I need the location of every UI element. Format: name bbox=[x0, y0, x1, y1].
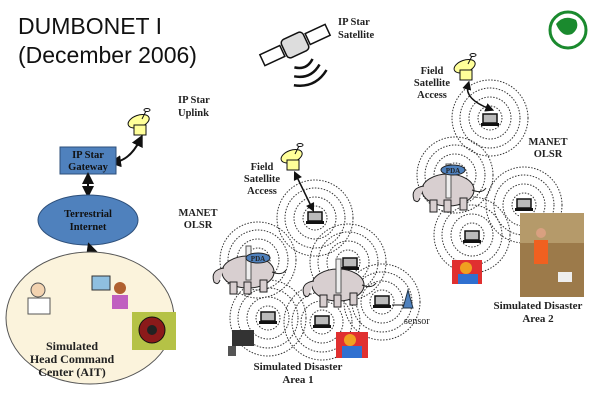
laptop-icon bbox=[340, 257, 360, 271]
rescuer-phone-icon bbox=[336, 332, 368, 358]
pda-label: PDA bbox=[251, 255, 265, 263]
pda-badge bbox=[245, 252, 271, 264]
rescuer-phone-icon bbox=[452, 260, 482, 284]
laptop-icon bbox=[305, 211, 325, 225]
laptop-icon bbox=[258, 311, 278, 325]
uplink-dish-icon bbox=[125, 108, 152, 136]
laptop-icon bbox=[372, 295, 392, 309]
manet-area-1: PDA bbox=[212, 179, 421, 361]
laptop-icon bbox=[514, 198, 534, 212]
pda-badge bbox=[440, 164, 466, 176]
video-camera-icon bbox=[228, 330, 254, 356]
pda-label: PDA bbox=[446, 167, 460, 175]
satellite-icon bbox=[258, 23, 332, 87]
field-dish-icon bbox=[278, 143, 305, 171]
sensor-icon bbox=[402, 288, 414, 309]
laptop-icon bbox=[462, 230, 482, 244]
elephant-icon bbox=[212, 245, 287, 295]
manet-area-2: PDA bbox=[412, 79, 563, 274]
elephant-icon bbox=[302, 258, 377, 308]
office-workers-icon bbox=[27, 275, 128, 315]
institution-logo bbox=[548, 10, 588, 50]
gateway-box bbox=[59, 146, 117, 175]
laptop-icon bbox=[312, 315, 332, 329]
sensor-label: sensor bbox=[404, 316, 430, 327]
field-photo bbox=[520, 213, 584, 297]
internet-ellipse bbox=[37, 194, 139, 246]
alarm-bell-icon bbox=[132, 312, 176, 350]
slide-title: DUMBONET I (December 2006) bbox=[18, 12, 197, 70]
field-dish-icon bbox=[451, 53, 478, 81]
title-line-1: DUMBONET I bbox=[18, 13, 162, 39]
title-line-2: (December 2006) bbox=[18, 42, 197, 68]
laptop-icon bbox=[480, 113, 500, 127]
